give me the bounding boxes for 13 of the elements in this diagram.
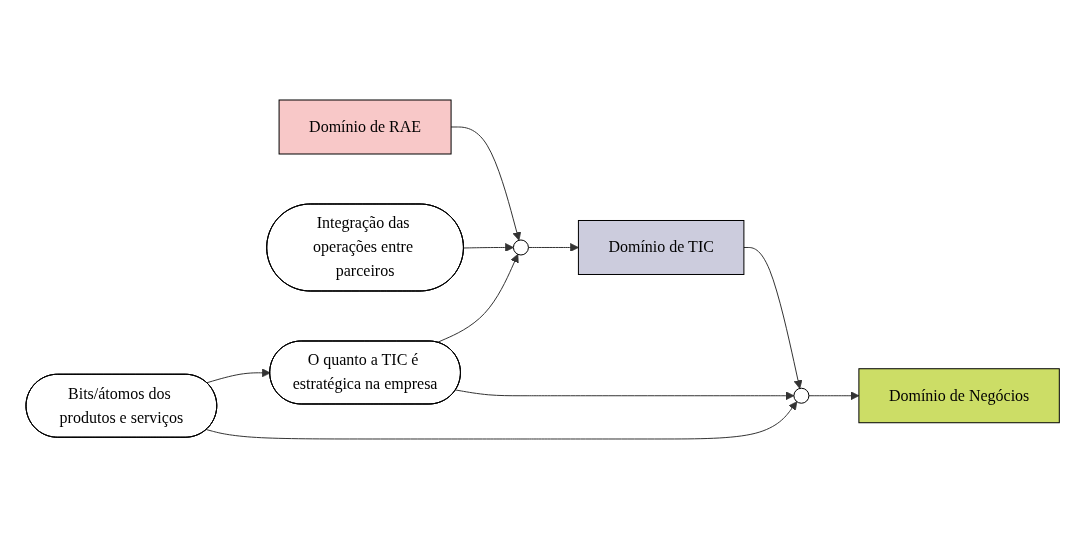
arrow (463, 243, 514, 252)
node-circle (512, 239, 529, 256)
node-box: Domínio de Negócios (858, 368, 1060, 424)
arrow (455, 389, 795, 401)
node-box: Domínio de RAE (278, 99, 452, 155)
arrow (527, 243, 579, 252)
arrow (206, 368, 271, 384)
arrow (450, 126, 521, 241)
node-box: Domínio de TIC (577, 220, 745, 275)
arrow (808, 391, 860, 401)
arrow (743, 247, 803, 389)
node-circle (793, 387, 810, 404)
arrow (206, 401, 798, 440)
